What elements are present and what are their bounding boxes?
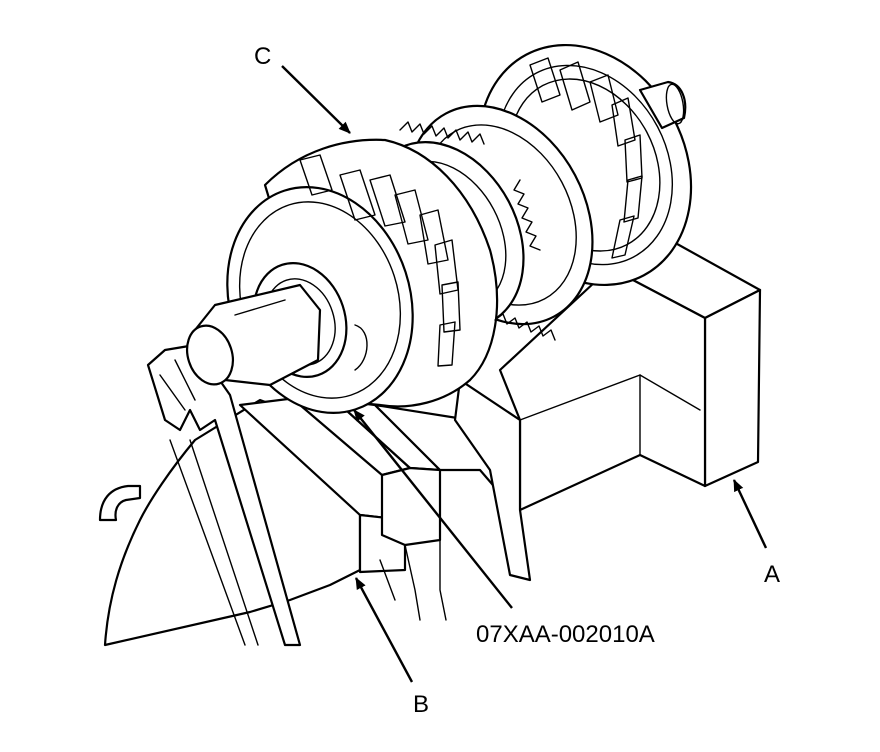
label-tool-number: 07XAA-002010A [476, 621, 655, 648]
callouts: C A B 07XAA-002010A [254, 43, 780, 718]
vise-rail [404, 544, 421, 621]
rear-drum-splines [529, 57, 643, 259]
callout-arrow-a [732, 479, 768, 549]
mainshaft-assembly [186, 43, 693, 414]
drum-splines [299, 154, 461, 367]
vise [98, 343, 522, 647]
vise-clamp-hook [98, 484, 142, 522]
label-c: C [254, 43, 271, 70]
callout-arrow-c [281, 65, 351, 134]
base-plate [453, 378, 532, 582]
rear-shaft-stub [638, 80, 687, 130]
callout-arrow-b [354, 577, 414, 683]
gear-teeth [399, 121, 485, 145]
support-block-right [703, 288, 762, 488]
label-b: B [413, 691, 429, 718]
callout-arrow-tool [353, 409, 513, 609]
label-a: A [764, 561, 780, 588]
